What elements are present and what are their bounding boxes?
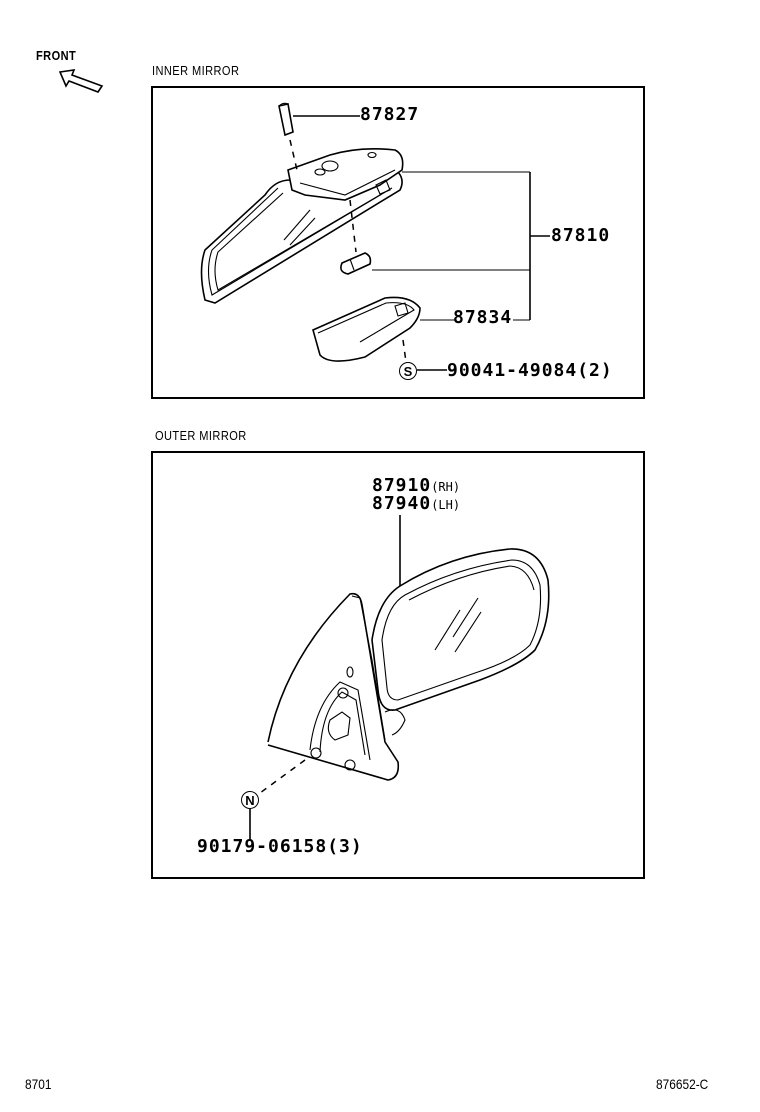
part-number-90041-49084[interactable]: 90041-49084(2) [447, 360, 613, 381]
part-number-87827[interactable]: 87827 [360, 104, 420, 125]
rh-side: (RH) [431, 480, 461, 494]
lh-number: 87940 [372, 493, 432, 514]
screw-symbol-icon: S [399, 362, 417, 380]
nut-qty: (3) [327, 836, 363, 857]
part-number-87910-rh[interactable]: 87910(RH) [372, 475, 460, 496]
screw-qty: (2) [577, 360, 613, 381]
footer-right-code: 876652-C [656, 1076, 709, 1092]
outer-mirror-title: OUTER MIRROR [155, 428, 247, 443]
lh-side: (LH) [431, 498, 461, 512]
part-number-87834[interactable]: 87834 [453, 307, 513, 328]
inner-mirror-title: INNER MIRROR [152, 63, 240, 78]
outer-mirror-frame [151, 451, 645, 879]
cap-icon [278, 103, 294, 137]
footer-left-code: 8701 [25, 1076, 52, 1092]
inner-mirror-frame [151, 86, 645, 399]
nut-symbol-icon: N [241, 791, 259, 809]
part-number-87940-lh[interactable]: 87940(LH) [372, 493, 460, 514]
rh-number: 87910 [372, 475, 432, 496]
screw-number: 90041-49084 [447, 360, 578, 381]
cover-icon [312, 296, 421, 362]
nut-number: 90179-06158 [197, 836, 328, 857]
front-label: FRONT [36, 48, 77, 63]
bulb-icon [340, 252, 372, 275]
part-number-87810[interactable]: 87810 [551, 225, 611, 246]
part-number-90179-06158[interactable]: 90179-06158(3) [197, 836, 363, 857]
